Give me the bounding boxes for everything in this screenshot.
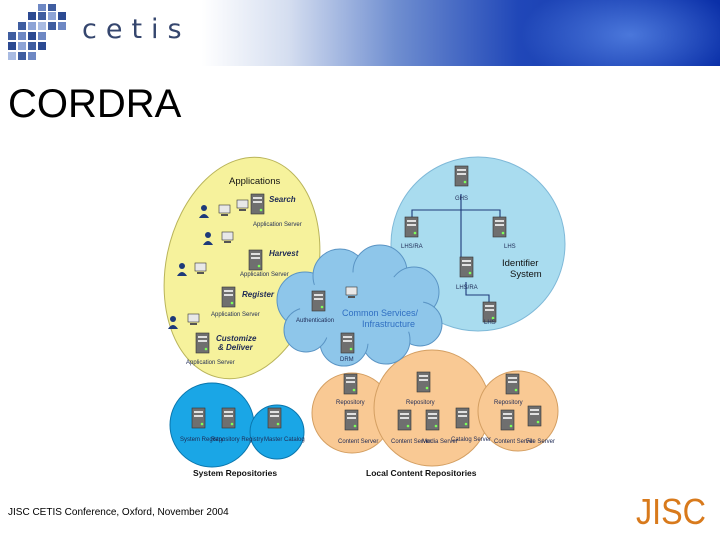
register-label: Register: [242, 290, 275, 299]
repository-server-icon: [505, 373, 520, 395]
lhs-label: LHS: [484, 320, 496, 326]
repository-label: Repository: [336, 400, 365, 406]
application-server-icon: [195, 332, 210, 354]
local-repo-2-region: [373, 349, 491, 467]
drm-server-icon: [340, 332, 355, 354]
content-server-icon: [500, 409, 515, 431]
lhs-server-icon: [482, 301, 497, 323]
repository-label: Repository: [494, 400, 523, 406]
content-server-label: Content Server: [494, 439, 534, 445]
repository-registry-label: Repository Registry: [211, 437, 263, 443]
customize-label: Customize: [216, 334, 257, 343]
identifier-subtitle: System: [510, 269, 542, 280]
catalog-server-icon: [455, 407, 470, 429]
application-server-label: Application Server: [186, 360, 235, 366]
system-registry-label: System Registry: [180, 437, 224, 443]
lhs-label: LHS: [504, 244, 516, 250]
content-server-label: Content Server: [338, 439, 378, 445]
application-server-icon: [248, 249, 263, 271]
slide-title: CORDRA: [8, 82, 182, 126]
lhsra-server-icon: [404, 216, 419, 238]
lhsra-label: LHS/RA: [401, 244, 423, 250]
master-catalog-label: Master Catalog: [264, 437, 305, 443]
lhs-server-icon: [492, 216, 507, 238]
media-server-icon: [425, 409, 440, 431]
content-server-label: Content Server: [391, 439, 431, 445]
lhsra-label: LHS/RA: [456, 285, 478, 291]
jisc-logo-text: JISC: [636, 491, 706, 530]
repository-server-icon: [343, 373, 358, 395]
cordra-architecture-diagram: Applications Search Application Server H…: [163, 156, 566, 478]
repository-registry-server-icon: [221, 407, 236, 429]
identifier-title: Identifier: [502, 258, 538, 269]
media-server-label: Media Server: [422, 439, 458, 445]
application-server-icon: [250, 193, 265, 215]
lhsra-server-icon: [459, 256, 474, 278]
ghs-server-icon: [454, 165, 469, 187]
authentication-server-icon: [311, 290, 326, 312]
authentication-label: Authentication: [296, 318, 334, 324]
repository-server-icon: [416, 371, 431, 393]
repository-label: Repository: [406, 400, 435, 406]
content-server-icon: [344, 409, 359, 431]
search-label: Search: [269, 195, 296, 204]
footer-text: JISC CETIS Conference, Oxford, November …: [8, 507, 229, 518]
content-server-icon: [397, 409, 412, 431]
cetis-logo-text: cetis: [82, 14, 191, 45]
system-registry-server-icon: [191, 407, 206, 429]
common-services-subtitle: Infrastructure: [362, 319, 415, 329]
applications-title: Applications: [229, 176, 280, 187]
system-repositories-label: System Repositories: [193, 468, 277, 478]
ghs-label: GHS: [455, 196, 468, 202]
local-content-repositories-label: Local Content Repositories: [366, 468, 477, 478]
system-registry-region: [169, 382, 255, 468]
master-catalog-server-icon: [267, 407, 282, 429]
deliver-label: & Deliver: [218, 343, 254, 352]
common-services-cloud: [276, 244, 443, 367]
catalog-server-label: Catalog Server: [451, 437, 491, 443]
harvest-label: Harvest: [269, 249, 299, 258]
drm-label: DRM: [340, 357, 354, 363]
local-repo-3-region: [477, 370, 559, 452]
master-catalog-region: [249, 404, 305, 460]
file-server-label: File Server: [526, 439, 555, 445]
application-server-icon: [221, 286, 236, 308]
application-server-label: Application Server: [253, 222, 302, 228]
application-server-label: Application Server: [211, 312, 260, 318]
application-server-label: Application Server: [240, 272, 289, 278]
jisc-logo-icon: JISC: [636, 491, 706, 530]
cetis-logo-icon: [8, 4, 66, 60]
file-server-icon: [527, 405, 542, 427]
banner-glow: [520, 0, 720, 66]
header-banner: cetis: [0, 0, 720, 66]
common-services-title: Common Services/: [342, 308, 419, 318]
